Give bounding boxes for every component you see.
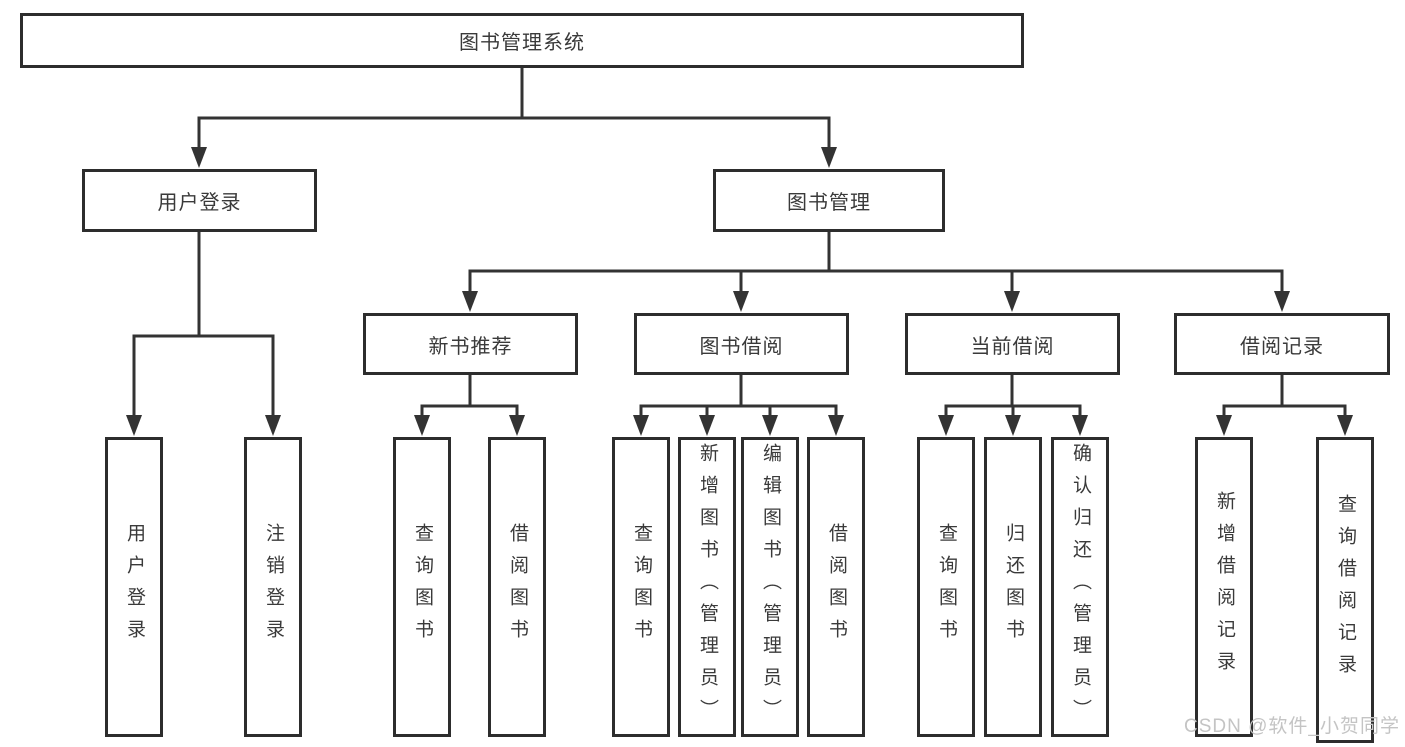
node-label: 用户登录 bbox=[157, 192, 242, 214]
node-label: 新增借阅记录 bbox=[1213, 491, 1235, 683]
node-label: 新增图书（管理员） bbox=[696, 443, 718, 731]
node-label: 查询图书 bbox=[935, 523, 957, 651]
node-label: 注销登录 bbox=[262, 523, 284, 651]
node-label: 用户登录 bbox=[123, 523, 145, 651]
node-label: 图书管理系统 bbox=[459, 32, 585, 54]
leaf-return-books: 归还图书 bbox=[984, 437, 1042, 737]
leaf-add-books-admin: 新增图书（管理员） bbox=[678, 437, 736, 737]
node-new-book-recommend: 新书推荐 bbox=[363, 313, 578, 375]
node-borrow-records: 借阅记录 bbox=[1174, 313, 1390, 375]
node-label: 查询图书 bbox=[411, 523, 433, 651]
leaf-borrow-books: 借阅图书 bbox=[807, 437, 865, 737]
leaf-confirm-return-admin: 确认归还（管理员） bbox=[1051, 437, 1109, 737]
node-label: 查询图书 bbox=[630, 523, 652, 651]
csdn-watermark: CSDN @软件_小贺同学 bbox=[1184, 716, 1400, 737]
node-label: 编辑图书（管理员） bbox=[759, 443, 781, 731]
node-library-management-system: 图书管理系统 bbox=[20, 13, 1024, 68]
node-label: 归还图书 bbox=[1002, 523, 1024, 651]
leaf-edit-books-admin: 编辑图书（管理员） bbox=[741, 437, 799, 737]
node-label: 借阅图书 bbox=[825, 523, 847, 651]
leaf-recommend-borrow-books: 借阅图书 bbox=[488, 437, 546, 737]
leaf-logout: 注销登录 bbox=[244, 437, 302, 737]
arrowheads bbox=[126, 147, 1353, 436]
node-label: 图书借阅 bbox=[699, 335, 784, 358]
leaf-query-borrow-record: 查询借阅记录 bbox=[1316, 437, 1374, 743]
node-label: 借阅图书 bbox=[506, 523, 528, 651]
node-label: 查询借阅记录 bbox=[1334, 494, 1356, 686]
node-label: 确认归还（管理员） bbox=[1069, 443, 1091, 731]
node-user-login: 用户登录 bbox=[82, 169, 317, 232]
node-label: 借阅记录 bbox=[1240, 335, 1324, 358]
node-label: 当前借阅 bbox=[970, 335, 1055, 358]
node-current-borrow: 当前借阅 bbox=[905, 313, 1120, 375]
node-label: 图书管理 bbox=[787, 192, 871, 214]
node-book-management: 图书管理 bbox=[713, 169, 945, 232]
node-book-borrow: 图书借阅 bbox=[634, 313, 849, 375]
leaf-user-login: 用户登录 bbox=[105, 437, 163, 737]
leaf-borrow-query-books: 查询图书 bbox=[612, 437, 670, 737]
leaf-current-query-books: 查询图书 bbox=[917, 437, 975, 737]
node-label: 新书推荐 bbox=[428, 335, 513, 358]
leaf-recommend-query-books: 查询图书 bbox=[393, 437, 451, 737]
leaf-add-borrow-record: 新增借阅记录 bbox=[1195, 437, 1253, 737]
